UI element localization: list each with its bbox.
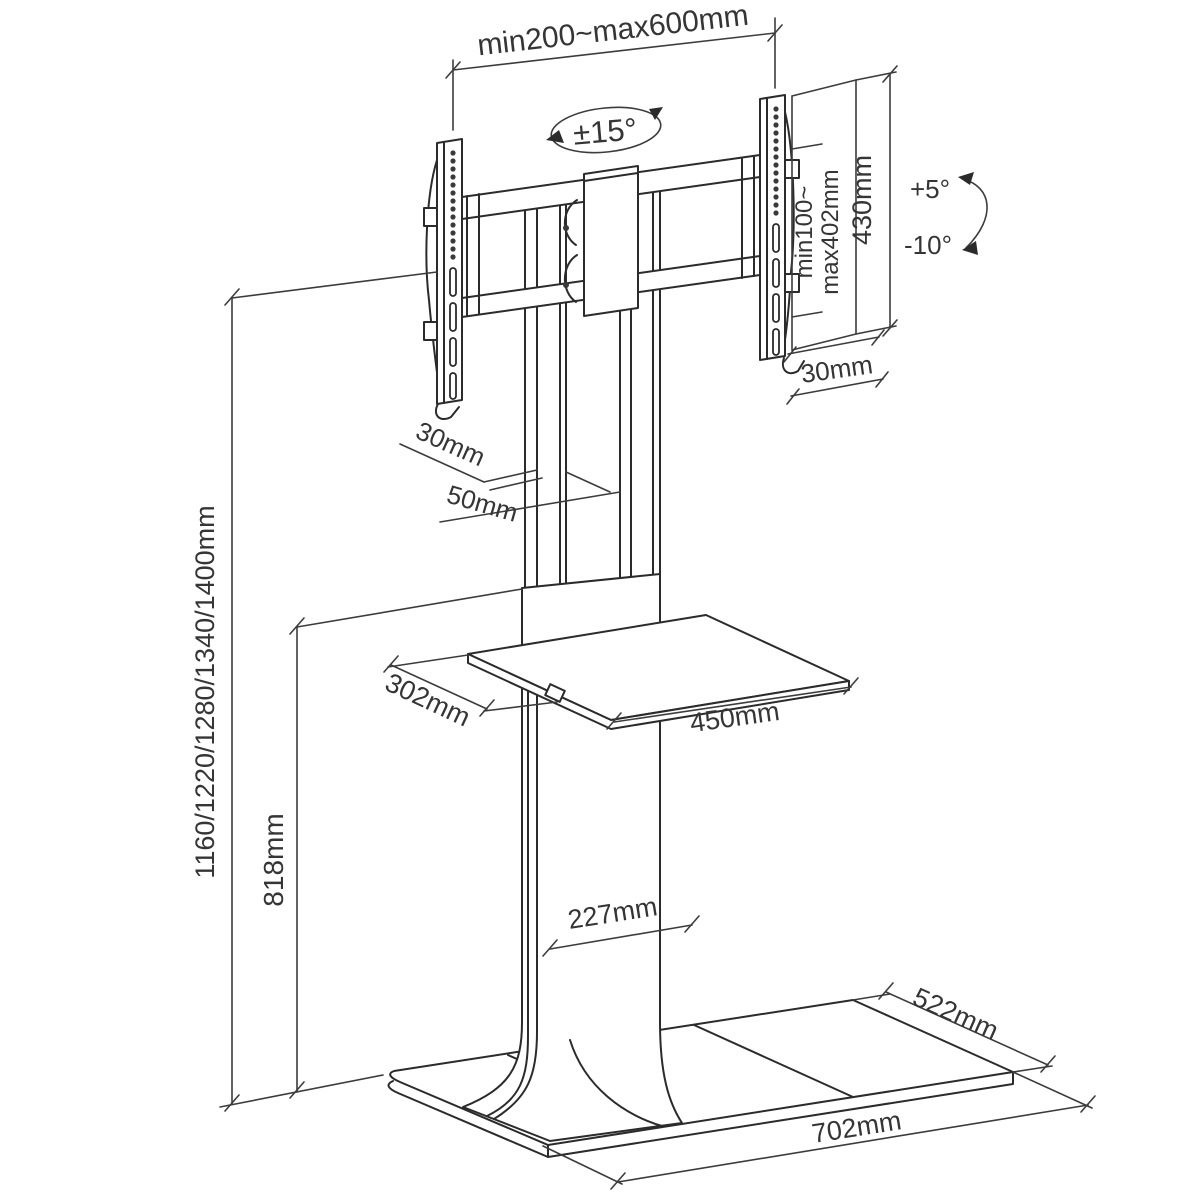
right-plate-hook [782,357,805,375]
swivel-arrow [649,107,663,120]
tube-depth-label: 30mm [412,415,490,472]
mounting-holes [450,150,456,260]
vesa-range-label-2: max402mm [817,169,844,294]
mount-width-label: min200~max600mm [476,0,751,62]
tube-width-label: 50mm [444,479,522,528]
hook-tab [423,207,439,227]
media-shelf [467,614,850,730]
dim-swivel: ±15° [546,106,663,154]
dim-tilt: +5° -10° [904,172,988,260]
swivel-label: ±15° [572,111,639,151]
left-plate-hook [434,403,460,421]
column-seam [486,690,529,1117]
vesa-range-label-1: min100~ [791,186,818,279]
base-seam [693,1024,854,1098]
tilt-up-label: +5° [910,174,950,204]
dim-bracket-depth: 30mm [783,329,889,405]
shelf-depth-label: 302mm [381,667,475,732]
mounting-holes [773,106,779,216]
hook-tab [423,321,439,341]
left-vesa-plate [423,138,463,421]
shelf-clamp [544,683,566,703]
foot-sweep [569,1039,663,1127]
base-plate [387,999,1014,1158]
dim-shelf-height: 818mm [258,588,523,1099]
dim-overall-height: 1160/1220/1280/1340/1400mm [190,271,438,1112]
shelf-edge [467,653,850,730]
tilt-arrow [958,172,974,185]
dim-mount-width: min200~max600mm [445,0,783,131]
column-seam [493,694,538,1120]
base-edge [387,1071,1014,1158]
dim-bracket-height: 430mm [847,65,898,337]
overall-height-label: 1160/1220/1280/1340/1400mm [190,505,220,878]
base-top [389,999,1014,1146]
shelf-height-label: 818mm [258,813,289,906]
dim-tube-depth: 30mm [399,415,543,491]
tilt-arrow [962,241,978,255]
latch-spring [563,199,578,303]
mounting-slots [449,267,457,400]
bracket-height-label: 430mm [847,155,877,245]
tilt-arrow-arc [962,178,988,249]
mounting-slots [772,223,780,356]
swivel-arrow [546,130,564,143]
center-mount-plate [583,165,639,317]
tilt-down-label: -10° [904,230,952,260]
